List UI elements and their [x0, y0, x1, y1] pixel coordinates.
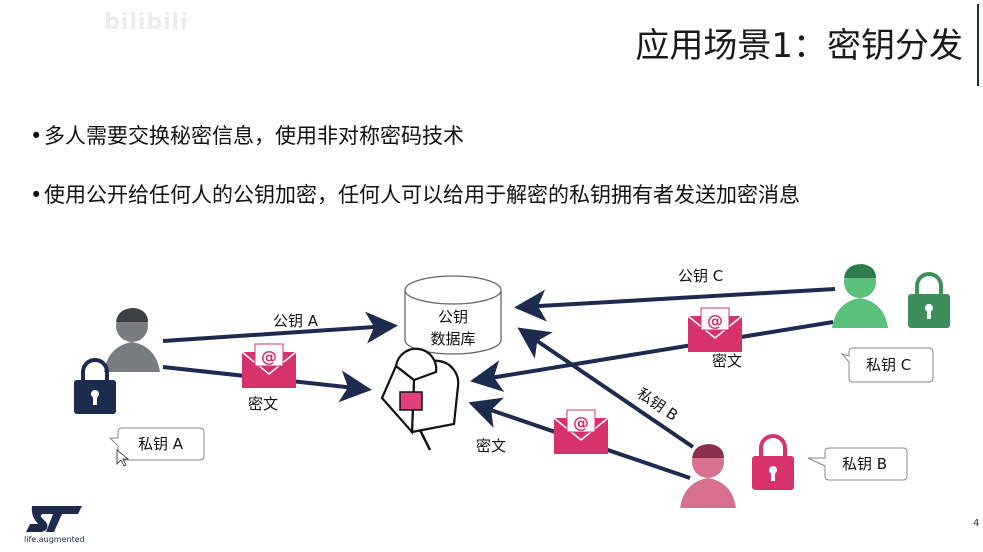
label-pubkey-a: 公钥 A [273, 312, 319, 330]
label-ciphertext-b: 密文 [476, 437, 506, 455]
lock-b-icon [752, 434, 794, 490]
user-b-icon [680, 444, 736, 508]
slide-title: 应用场景1：密钥分发 [635, 26, 963, 66]
title-accent-bar [977, 4, 979, 86]
bullet-item: •多人需要交换秘密信息，使用非对称密码技术 [30, 120, 464, 150]
bullet-dot-icon: • [30, 124, 43, 148]
st-tagline: life.augmented [24, 535, 85, 544]
envelope-glyph: @ [261, 347, 277, 366]
bullet-text: 使用公开给任何人的公钥加密，任何人可以给用于解密的私钥拥有者发送加密消息 [44, 183, 800, 207]
envelope-b-icon: @ [553, 409, 609, 454]
arrow-pubkey-a [162, 311, 398, 344]
mailbox-icon [380, 347, 460, 451]
envelope-glyph: @ [573, 413, 589, 432]
bullet-text: 多人需要交换秘密信息，使用非对称密码技术 [44, 124, 464, 148]
bubble-b-label: 私钥 B [842, 455, 887, 473]
page-number: 4 [973, 518, 980, 529]
public-key-database-icon [404, 275, 502, 355]
lock-a-icon [74, 358, 116, 414]
envelope-c-icon: @ [687, 307, 743, 352]
st-logo-icon [26, 506, 82, 532]
user-c-icon [832, 264, 888, 328]
watermark: bilibili [104, 10, 189, 35]
envelope-glyph: @ [707, 311, 723, 330]
arrow-pubkey-c [514, 287, 836, 322]
label-ciphertext-a: 密文 [248, 395, 278, 413]
bubble-b [807, 447, 908, 481]
label-ciphertext-c: 密文 [712, 352, 742, 370]
envelope-a-icon: @ [241, 343, 297, 388]
database-label-line2: 数据库 [430, 330, 475, 348]
user-a-icon [104, 308, 160, 372]
mouse-cursor-icon [116, 449, 130, 467]
bubble-c [840, 347, 934, 383]
label-pubkey-c: 公钥 C [678, 267, 723, 285]
arrow-ciphertext-c [470, 320, 834, 392]
bubble-c-label: 私钥 C [866, 356, 911, 374]
bullet-dot-icon: • [30, 183, 43, 207]
lock-c-icon [908, 272, 950, 328]
database-label-line1: 公钥 [438, 308, 468, 326]
bubble-a-label: 私钥 A [138, 435, 184, 453]
bullet-item: •使用公开给任何人的公钥加密，任何人可以给用于解密的私钥拥有者发送加密消息 [30, 179, 800, 209]
arrow-privkey-b [517, 327, 695, 449]
label-privkey-b-arrow: 私钥 B [634, 384, 681, 424]
